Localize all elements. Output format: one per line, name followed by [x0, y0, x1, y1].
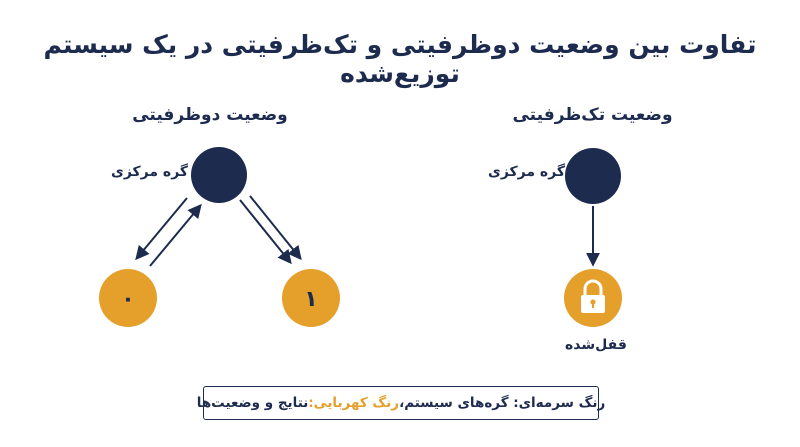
locked-label: قفل‌شده: [565, 337, 627, 353]
bivalent-central-label: گره مرکزی: [111, 164, 189, 180]
legend-rest-text: نتایج و وضعیت‌ها: [196, 395, 309, 411]
color-legend: رنگ سرمه‌ای: گره‌های سیستم، رنگ کهربایی:…: [197, 386, 605, 420]
monovalent-central-label: گره مرکزی: [488, 164, 566, 180]
arrow-central-to-one-a: [239, 199, 292, 265]
monovalent-heading: وضعیت تک‌ظرفیتی: [512, 105, 673, 125]
bivalent-central-node: [191, 147, 247, 203]
monovalent-central-node: [565, 148, 621, 204]
lock-icon: [581, 279, 605, 313]
arrow-zero-to-central: [149, 203, 202, 267]
legend-amber-text: رنگ کهربایی:: [308, 395, 400, 411]
node-zero-label: ۰: [121, 287, 134, 312]
node-one: [282, 269, 340, 327]
diagram-title: تفاوت بین وضعیت دوظرفیتی و تک‌ظرفیتی در …: [43, 30, 757, 88]
bivalent-heading: وضعیت دوظرفیتی: [132, 105, 288, 125]
node-zero: [99, 269, 157, 327]
arrow-central-to-one-b: [249, 195, 302, 261]
node-one-label: ۱: [304, 287, 317, 312]
arrow-central-to-zero: [135, 197, 188, 261]
legend-navy-text: رنگ سرمه‌ای: گره‌های سیستم،: [399, 395, 606, 411]
